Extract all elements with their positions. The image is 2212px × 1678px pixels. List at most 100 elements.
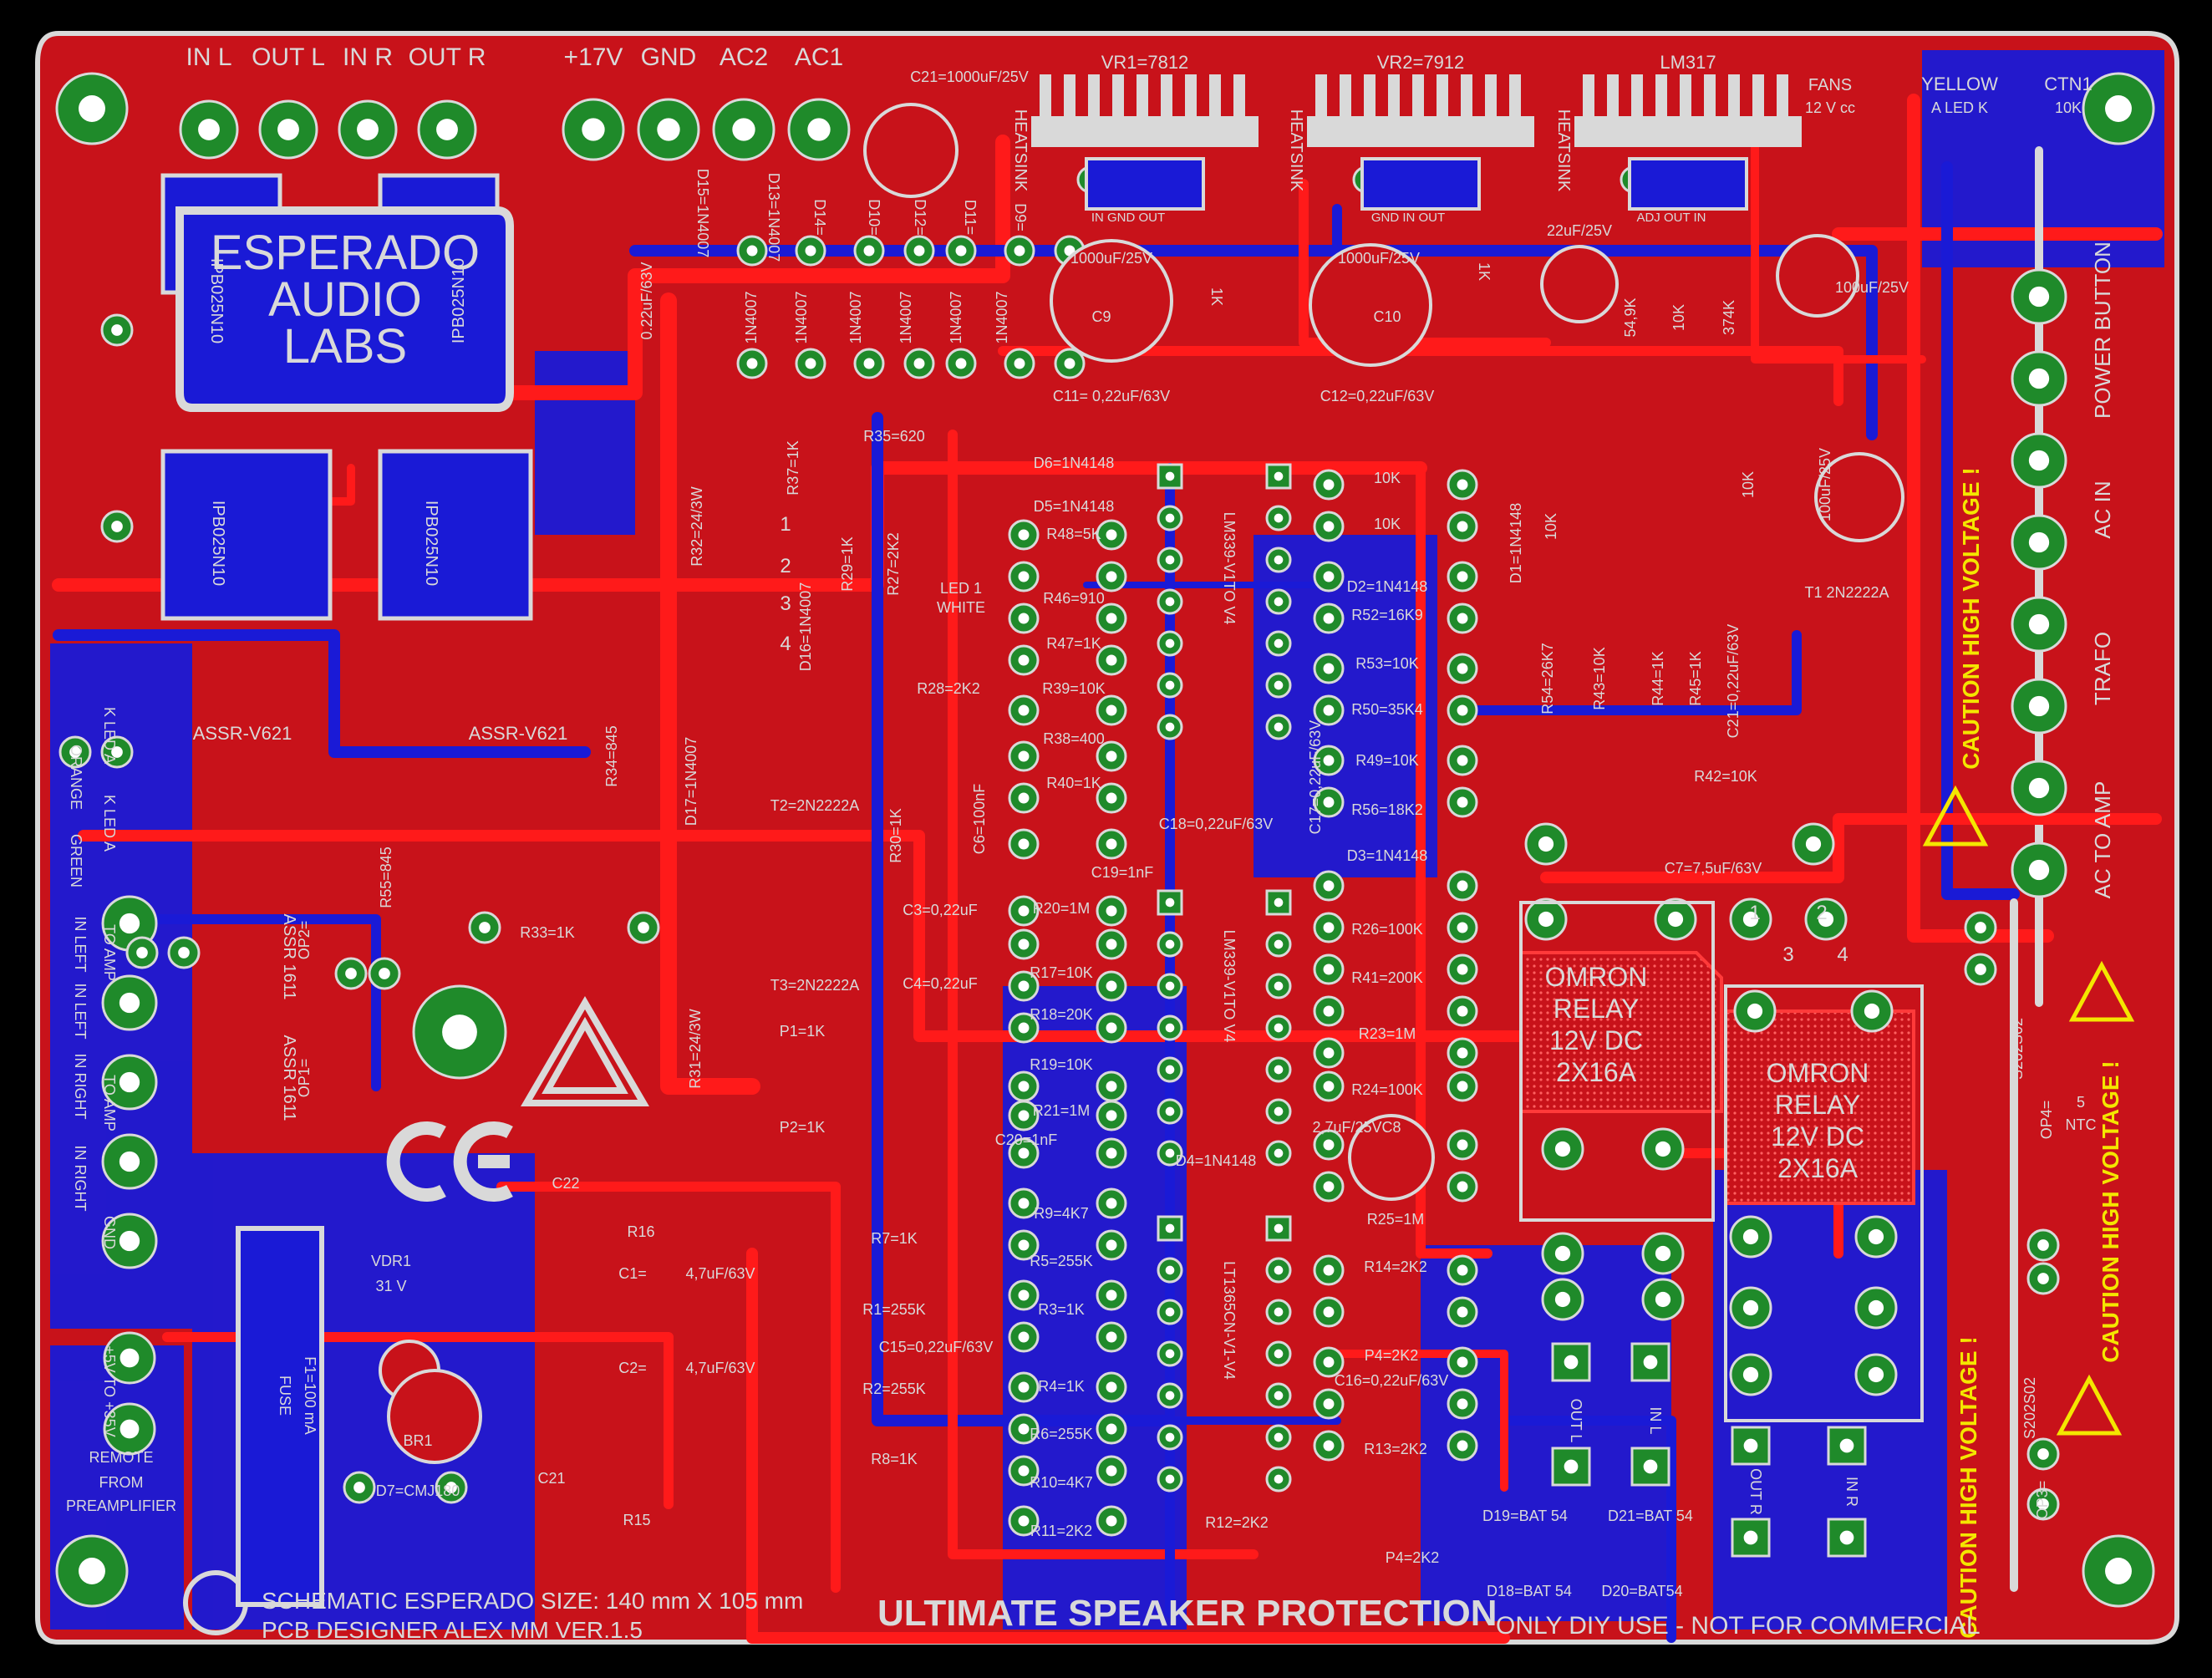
component-label: 100uF/25V — [1817, 448, 1833, 521]
pin-number: 1 — [780, 513, 791, 536]
audio-connector-label: IN R — [343, 43, 393, 71]
component-label: 0.22uF/63V — [638, 262, 655, 339]
ic-label: LM339-V1TO V4 — [1221, 512, 1238, 625]
drill-hole — [1165, 1106, 1175, 1116]
drill-hole — [1839, 1438, 1854, 1453]
component-label: R5=255K — [1030, 1253, 1093, 1269]
opto-label: S202S02 — [2009, 1018, 2026, 1080]
logo-text: LABS — [283, 319, 407, 374]
drill-hole — [1839, 1530, 1854, 1545]
pin-number: 3 — [780, 592, 791, 615]
drill-hole — [1323, 1047, 1335, 1059]
drill-hole — [1323, 1440, 1335, 1452]
left-label: IN RIGHT — [72, 1054, 89, 1120]
drill-hole — [79, 1558, 105, 1584]
ic-label: LM339-V1TO V4 — [1221, 930, 1238, 1043]
logo-box — [175, 206, 514, 412]
regulator-body — [1360, 157, 1481, 211]
drill-hole — [379, 968, 390, 979]
drill-hole — [119, 1151, 140, 1172]
drill-hole — [1106, 1423, 1117, 1435]
component-label: R26=100K — [1351, 921, 1423, 938]
audio-connector-label: OUT R — [409, 43, 486, 71]
component-label: R38=400 — [1043, 730, 1105, 747]
trace — [998, 346, 1843, 406]
pin-number: 3 — [1782, 943, 1793, 966]
component-label: 100uF/25V — [1835, 279, 1909, 296]
trace — [1333, 1350, 1508, 1492]
left-label: K LED A — [101, 795, 118, 852]
drill-hole — [1323, 1356, 1335, 1368]
relay-label: 12V DC — [1549, 1025, 1643, 1055]
ic-label: ASSR 1611 — [280, 1035, 298, 1121]
component-label: LED 1 — [940, 580, 982, 597]
component-label: D10= — [866, 199, 882, 236]
drill-hole — [1742, 1228, 1759, 1245]
drill-hole — [1538, 836, 1554, 852]
component-label: C21=0,22uF/63V — [1725, 624, 1742, 739]
mosfet-label: IPB025N10 — [422, 501, 440, 586]
component-label: 1K — [1208, 287, 1225, 306]
drill-hole — [1106, 750, 1117, 762]
drill-hole — [1018, 1239, 1030, 1251]
component-label: R35=620 — [863, 428, 925, 445]
drill-hole — [136, 947, 148, 958]
component-label: D19=BAT 54 — [1482, 1508, 1568, 1524]
drill-hole — [2028, 695, 2050, 717]
relay-label: RELAY — [1775, 1090, 1861, 1120]
drill-hole — [1323, 1081, 1335, 1092]
drill-hole — [1165, 638, 1175, 648]
component-label: R56=18K2 — [1351, 801, 1423, 818]
drill-hole — [1655, 1141, 1671, 1157]
drill-hole — [1165, 471, 1175, 481]
drill-hole — [913, 358, 925, 369]
drill-hole — [1323, 1139, 1335, 1151]
heatsink-label: HEATSINK — [1554, 109, 1573, 192]
relay-label: OMRON — [1767, 1058, 1869, 1088]
drill-hole — [1018, 1110, 1030, 1121]
drill-hole — [1274, 1106, 1284, 1116]
component-label: 1N4007 — [898, 291, 914, 343]
power-connector-label: AC2 — [720, 43, 768, 71]
drill-hole — [1106, 613, 1117, 624]
component-label: FUSE — [277, 1375, 293, 1416]
drill-hole — [1323, 1306, 1335, 1318]
drill-hole — [1106, 704, 1117, 716]
drill-hole — [1018, 1381, 1030, 1393]
drill-hole — [119, 1419, 140, 1439]
drill-hole — [1274, 1065, 1284, 1075]
opto-label: OP2= — [296, 921, 313, 960]
drill-hole — [1165, 1349, 1175, 1359]
left-label: TO AMP — [101, 924, 118, 981]
component-label: R30=1K — [887, 808, 904, 863]
drill-hole — [1323, 796, 1335, 808]
drill-hole — [955, 245, 967, 257]
drill-hole — [1457, 1181, 1468, 1192]
drill-hole — [1554, 1141, 1571, 1157]
drill-hole — [1106, 1197, 1117, 1209]
component-label: D1=1N4148 — [1508, 503, 1524, 584]
drill-hole — [277, 119, 299, 140]
component-bodies — [160, 74, 2135, 1635]
drill-hole — [1274, 1148, 1284, 1158]
drill-hole — [198, 119, 220, 140]
component-label: R29=1K — [839, 536, 856, 592]
drill-hole — [1742, 1299, 1759, 1316]
drill-hole — [1457, 613, 1468, 624]
drill-hole — [1018, 1331, 1030, 1343]
drill-hole — [1457, 1047, 1468, 1059]
drill-hole — [2037, 1498, 2049, 1510]
drill-hole — [69, 746, 81, 758]
component-label: 5 — [2077, 1094, 2085, 1111]
heatsink — [1307, 74, 1534, 147]
warning-label: CAUTION HIGH VOLTAGE ! — [1958, 467, 1984, 769]
component-label: C6=100nF — [971, 784, 988, 855]
component-label: D14= — [811, 199, 828, 236]
component-label: NTC — [2066, 1116, 2097, 1133]
regulator-body — [1628, 157, 1748, 211]
drill-hole — [1323, 479, 1335, 491]
drill-hole — [436, 119, 458, 140]
component-label: 1N4007 — [847, 291, 864, 343]
drill-hole — [1457, 1306, 1468, 1318]
drill-hole — [1323, 1005, 1335, 1017]
